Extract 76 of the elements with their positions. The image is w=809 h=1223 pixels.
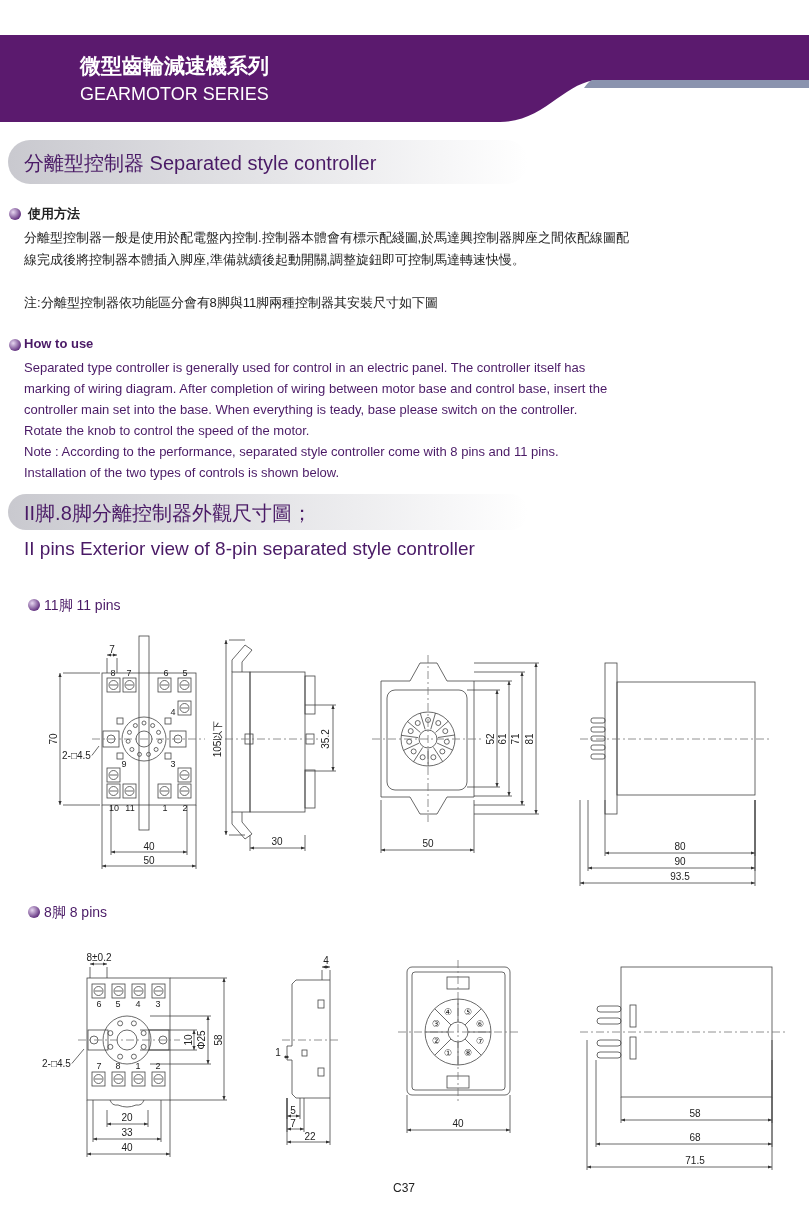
pin-number: 3 (155, 999, 161, 1009)
section-heading: II pins Exterior view of 8-pin separated style controller (24, 538, 475, 560)
dimension-label: 40 (143, 840, 155, 852)
dimension-label: 81 (523, 733, 535, 745)
dimension-label: 105以下 (211, 720, 224, 758)
pin-number: ① (443, 1048, 453, 1058)
dimension-label: 30 (271, 835, 283, 847)
subheading: 11脚 11 pins (44, 597, 121, 615)
pin-number: 7 (126, 668, 132, 678)
dimension-label: 8±0.2 (86, 951, 112, 963)
pin-number: 2 (182, 803, 188, 813)
pin-number: 11 (125, 803, 135, 813)
banner-subtitle: GEARMOTOR SERIES (80, 84, 269, 105)
pin-number: 6 (163, 668, 169, 678)
pin-number: ③ (431, 1019, 441, 1029)
note-text: 注:分離型控制器依功能區分會有8脚與11脚兩種控制器其安裝尺寸如下圖 (24, 294, 439, 312)
pin-number: 3 (170, 759, 176, 769)
dimension-label: 40 (452, 1117, 464, 1129)
dimension-label: 58 (212, 1034, 224, 1046)
dimension-label: 40 (121, 1141, 133, 1153)
pin-number: ② (431, 1036, 441, 1046)
banner-title: 微型齒輪減速機系列 (80, 53, 269, 79)
dimension-label: 20 (121, 1111, 133, 1123)
dimension-label: 71.5 (685, 1154, 705, 1166)
pin-number: 5 (182, 668, 188, 678)
pin-number: 7 (96, 1061, 102, 1071)
dimension-label: 71 (509, 733, 521, 745)
dimension-label: 33 (121, 1126, 133, 1138)
dimension-label: 4 (323, 954, 329, 966)
subheading: 8脚 8 pins (44, 904, 108, 922)
dimension-label: 93.5 (670, 870, 690, 882)
callout-label: 2-□4.5 (42, 1058, 71, 1069)
leader-line (91, 745, 100, 756)
subheading: How to use (24, 336, 94, 351)
dimension-label: 10 (182, 1034, 194, 1046)
dimension-label: 1 (275, 1046, 281, 1058)
pin-number: ⑥ (475, 1019, 485, 1029)
pin-number: 10 (109, 803, 119, 813)
pin-number: 2 (155, 1061, 161, 1071)
note-text: Note : According to the performance, separated style controller come with 8 pins and 11 pins. Installation of the two types of controls is shown below. (24, 443, 560, 482)
dimension-label: 5 (290, 1104, 296, 1116)
section-heading: 分離型控制器 Separated style controller (24, 151, 377, 176)
pin-number: 1 (135, 1061, 141, 1071)
callout-label: 2-□4.5 (62, 750, 91, 761)
pin-number: ④ (443, 1007, 453, 1017)
paragraph: Separated type controller is generally used for control in an electric panel. The controller itself has marking of wiring diagram. After completion of wiring between motor base and control base, insert the controller main set into the base. When everything is teady, base please switch on the controller. Rotate the knob to control the speed of the motor. (24, 359, 609, 440)
dimension-label: Φ25 (195, 1030, 207, 1050)
pin-number: 8 (115, 1061, 121, 1071)
pin-number: 8 (110, 668, 116, 678)
dimension-label: 52 (484, 733, 496, 745)
section-heading: II脚.8脚分離控制器外觀尺寸圖； (24, 501, 312, 526)
pin-number: 1 (162, 803, 168, 813)
dimension-label: 80 (674, 840, 686, 852)
pin-number: 6 (96, 999, 102, 1009)
paragraph: 分離型控制器一般是使用於配電盤內控制.控制器本體會有標示配綫圖,於馬達興控制器脚座之間依配線圖配線完成後將控制器本體插入脚座,準備就續後起動開關,調整旋鈕即可控制馬達轉速快慢。 (24, 229, 631, 269)
dimension-label: 90 (674, 855, 686, 867)
leader-line (71, 1048, 85, 1064)
dimension-label: 7 (290, 1117, 296, 1129)
page-number: C37 (393, 1181, 415, 1195)
dimension-label: 68 (689, 1131, 701, 1143)
dimension-label: 70 (47, 733, 59, 745)
dimension-label: 50 (422, 837, 434, 849)
pin-number: 4 (135, 999, 141, 1009)
subheading: 使用方法 (28, 205, 80, 223)
pin-number: ⑦ (475, 1036, 485, 1046)
pin-number: ⑤ (463, 1007, 473, 1017)
dimension-label: 7 (109, 643, 115, 655)
pin-number: 9 (121, 759, 127, 769)
dimension-label: 50 (143, 854, 155, 866)
dimension-label: 61 (496, 733, 508, 745)
dimension-label: 58 (689, 1107, 701, 1119)
dimension-label: 22 (304, 1130, 316, 1142)
dimension-label: 35.2 (319, 729, 331, 749)
pin-number: 4 (170, 707, 176, 717)
pin-number: 5 (115, 999, 121, 1009)
pin-number: ⑧ (463, 1048, 473, 1058)
